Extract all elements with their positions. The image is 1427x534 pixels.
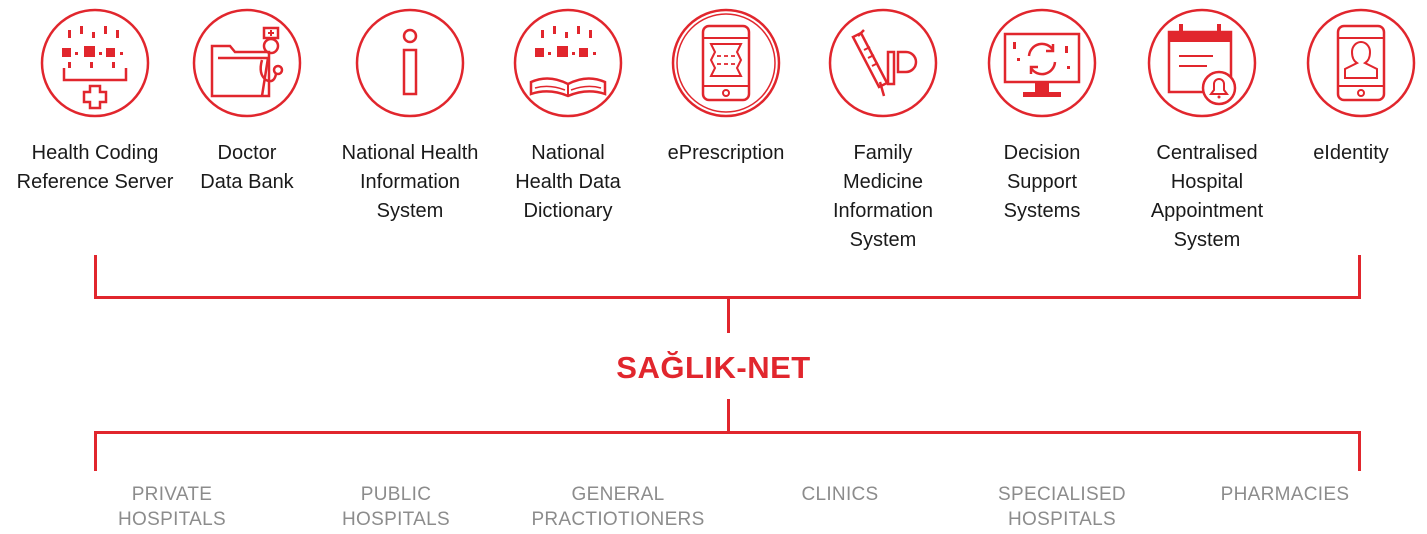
hub-label: SAĞLIK-NET [616,350,811,385]
top-bracket-left-leg [94,255,97,299]
info-icon [355,8,465,118]
coding-server-icon [40,8,150,118]
service-label-7: Decision Support Systems [1003,142,1081,222]
provider-private-hospitals: PRIVATE HOSPITALS [118,484,226,530]
bottom-connector [727,399,730,433]
provider-clinics: CLINICS [801,484,879,505]
syringe-pill-icon [828,8,938,118]
service-icon-7 [987,8,1097,118]
service-icon-6 [828,8,938,118]
service-label-3: National Health Information System [341,142,479,222]
service-label-4: National Health Data Dictionary [515,142,621,222]
service-icon-5 [671,8,781,118]
bottom-bracket-right-leg [1358,431,1361,471]
service-label-5: ePrescription [667,142,785,164]
service-icon-3 [355,8,465,118]
calendar-bell-icon [1147,8,1257,118]
bottom-bracket-bar [94,431,1361,434]
top-bracket-right-leg [1358,255,1361,299]
dictionary-book-icon [513,8,623,118]
monitor-refresh-icon [987,8,1097,118]
service-label-6: Family Medicine Information System [832,142,934,251]
top-connector [727,299,730,333]
top-bracket-bar [94,296,1361,299]
service-icon-1 [40,8,150,118]
provider-specialised-hospitals: SPECIALISED HOSPITALS [998,484,1126,530]
service-label-2: Doctor Data Bank [200,142,294,193]
provider-pharmacies: PHARMACIES [1220,484,1350,505]
provider-public-hospitals: PUBLIC HOSPITALS [342,484,450,530]
service-icon-9 [1306,8,1416,118]
provider-general-practitioners: GENERAL PRACTIOTIONERS [531,484,705,530]
service-icon-2 [192,8,302,118]
service-label-8: Centralised Hospital Appointment System [1150,142,1264,251]
service-label-9: eIdentity [1313,142,1389,164]
service-label-1: Health Coding Reference Server [16,142,174,193]
service-icon-8 [1147,8,1257,118]
phone-user-icon [1306,8,1416,118]
prescription-phone-icon [671,8,781,118]
bottom-bracket-left-leg [94,431,97,471]
doctor-folder-icon [192,8,302,118]
service-icon-4 [513,8,623,118]
